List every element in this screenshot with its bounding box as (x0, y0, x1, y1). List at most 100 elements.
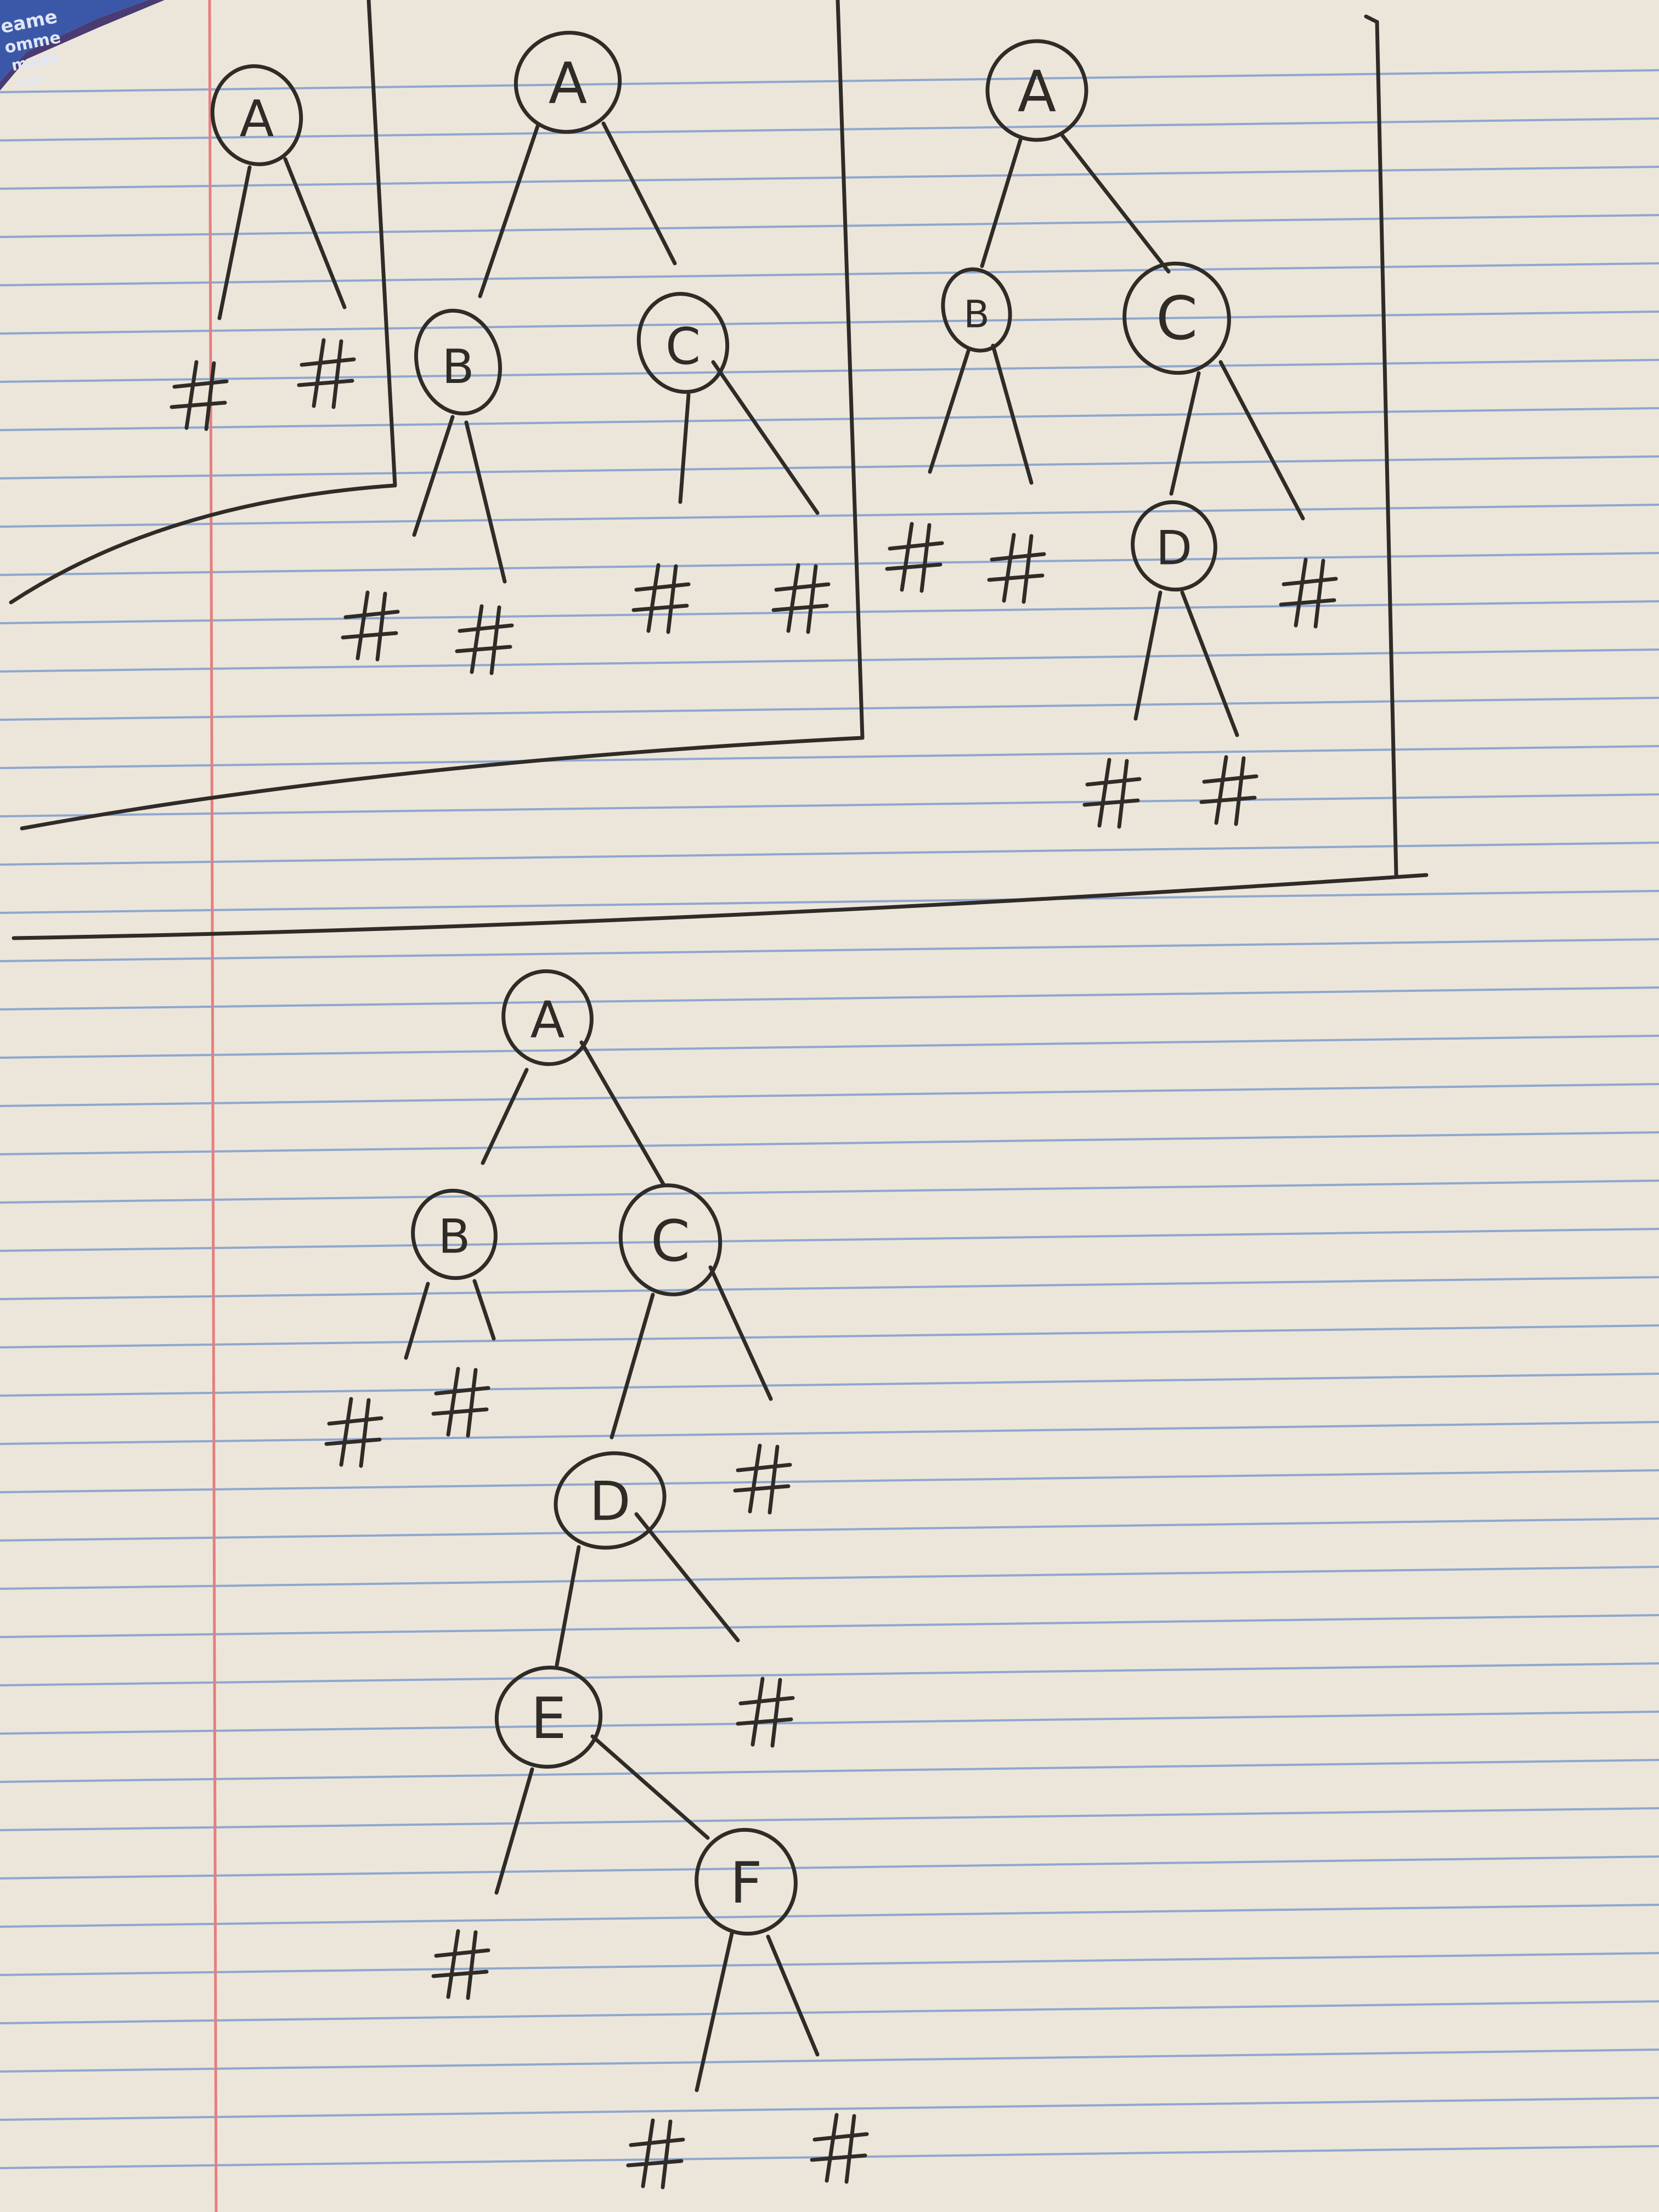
node-circle (695, 1827, 798, 1936)
null-leaf-mark (626, 2118, 685, 2190)
ruled-line (0, 407, 1659, 431)
bracket-2 (20, 0, 865, 831)
null-leaf-mark (736, 1677, 795, 1748)
node-label: F (730, 1850, 762, 1916)
ruled-line (0, 166, 1659, 190)
tree-node-B: B (414, 308, 503, 416)
node-label: B (442, 340, 475, 394)
ruled-line (0, 1421, 1659, 1445)
null-leaf-mark (987, 533, 1046, 604)
ruled-line (0, 2097, 1659, 2121)
null-leaf-mark (431, 1367, 490, 1438)
null-leaf-mark (733, 1443, 792, 1515)
bracket-divider-lines (9, 0, 1429, 940)
bracket-3 (12, 14, 1429, 940)
node-circle (411, 1188, 498, 1280)
ruled-line (0, 1276, 1659, 1300)
tree-edge-C-D (1169, 371, 1201, 496)
ruled-line (0, 1517, 1659, 1542)
node-label: A (1018, 59, 1056, 125)
null-leaf-mark (297, 338, 356, 409)
ruled-line (0, 890, 1659, 914)
bracket-1 (9, 0, 397, 605)
node-label: A (240, 89, 274, 148)
node-circle (1122, 261, 1231, 375)
node-circle (494, 1666, 603, 1769)
tree-edge-B-null (464, 420, 507, 584)
node-label: A (549, 51, 587, 117)
tree-edge-D-null (1180, 590, 1239, 737)
node-circle (554, 1451, 667, 1550)
tree-node-C: C (636, 292, 730, 394)
null-leaf-mark (1199, 755, 1259, 826)
null-leaf-mark (431, 1929, 490, 2000)
node-circle (941, 267, 1012, 353)
ruled-line (0, 1614, 1659, 1638)
ruled-line (0, 1083, 1659, 1107)
cover-corner-shape (0, 0, 148, 82)
ruled-line (0, 69, 1659, 93)
ruled-line (0, 1662, 1659, 1686)
tree-node-A: A (985, 39, 1088, 142)
ruled-line (0, 117, 1659, 142)
tree-edge-E-null (494, 1767, 534, 1895)
null-leaf-mark (885, 522, 944, 593)
ruled-line (0, 745, 1659, 769)
tree-edge-A-null (217, 165, 252, 320)
tree-edge-D-null (634, 1512, 740, 1643)
node-label: C (665, 317, 701, 376)
null-leaf-mark (771, 563, 831, 634)
tree-node-E: E (494, 1666, 603, 1769)
node-label: C (651, 1209, 690, 1274)
ruled-line (0, 1469, 1659, 1493)
node-label: B (963, 293, 989, 337)
tree-diagram-2: ABC#### (341, 31, 831, 675)
node-circle (985, 39, 1088, 142)
ruled-line (0, 648, 1659, 673)
ruled-line (0, 552, 1659, 576)
node-label: A (531, 991, 565, 1049)
tree-node-C: C (618, 1183, 723, 1296)
ruled-line (0, 359, 1659, 383)
tree-edge-C-D (610, 1293, 655, 1440)
tree-edge-A-C (579, 1040, 666, 1187)
tree-edge-B-null (404, 1282, 430, 1360)
ruled-line (0, 1180, 1659, 1204)
null-leaf-mark (631, 563, 691, 634)
tree-edge-E-F (590, 1734, 710, 1840)
cover-text: eame omme made xer (0, 5, 63, 91)
node-circle (210, 64, 303, 166)
node-circle (514, 31, 622, 134)
ruled-line (0, 1952, 1659, 1976)
ruled-line (0, 1324, 1659, 1348)
ruled-line (0, 1228, 1659, 1252)
tree-edge-A-C (601, 121, 677, 266)
tree-edge-A-null (283, 157, 347, 309)
tree-edge-F-null (766, 1934, 820, 2057)
node-circle (414, 308, 503, 416)
ruled-line (0, 938, 1659, 962)
ruled-line (0, 455, 1659, 479)
node-circle (636, 292, 730, 394)
tree-diagram-1: A## (170, 64, 356, 431)
tree-edge-A-C (1059, 132, 1171, 274)
ruled-line (0, 1855, 1659, 1880)
tree-node-D: D (554, 1451, 667, 1550)
ruled-lines (0, 69, 1659, 2169)
ruled-line (0, 1373, 1659, 1397)
node-label: D (1156, 521, 1192, 576)
tree-edge-B-null (928, 349, 970, 474)
tree-edge-C-null (1218, 360, 1305, 521)
null-leaf-mark (455, 604, 514, 675)
tree-edge-D-E (555, 1545, 581, 1667)
ruled-line (0, 600, 1659, 624)
ruled-line (0, 1904, 1659, 1928)
ruled-line (0, 2000, 1659, 2024)
tree-node-A: A (501, 969, 594, 1066)
tree-node-B: B (411, 1188, 498, 1280)
ruled-line (0, 793, 1659, 817)
tree-edge-C-null (711, 360, 820, 515)
ruled-line (0, 1807, 1659, 1831)
